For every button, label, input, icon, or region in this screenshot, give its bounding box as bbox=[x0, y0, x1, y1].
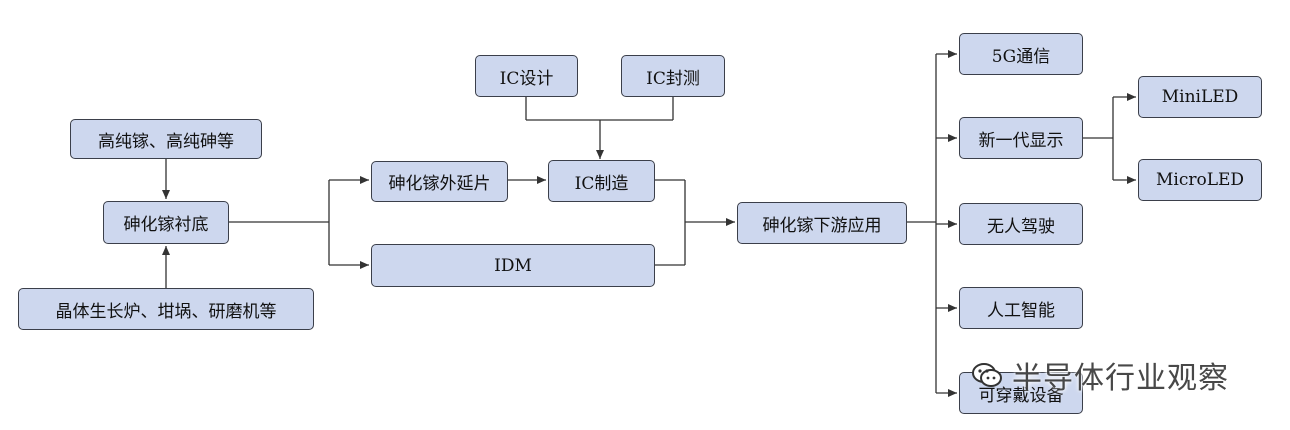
node-ic-packaging: IC封测 bbox=[621, 55, 725, 97]
node-gaas-epitaxial-wafer: 砷化镓外延片 bbox=[371, 161, 508, 202]
node-ic-manufacturing: IC制造 bbox=[548, 160, 655, 202]
watermark: 半导体行业观察 bbox=[970, 352, 1229, 398]
node-mini-led: MiniLED bbox=[1138, 76, 1262, 118]
node-gaas-substrate: 砷化镓衬底 bbox=[103, 201, 229, 244]
watermark-text: 半导体行业观察 bbox=[1012, 361, 1229, 396]
node-autonomous-driving: 无人驾驶 bbox=[959, 203, 1083, 245]
node-micro-led: MicroLED bbox=[1138, 159, 1262, 201]
node-artificial-intelligence: 人工智能 bbox=[959, 287, 1083, 329]
node-gaas-downstream-applications: 砷化镓下游应用 bbox=[737, 202, 907, 244]
node-equipment: 晶体生长炉、坩埚、研磨机等 bbox=[18, 288, 314, 330]
node-ic-design: IC设计 bbox=[475, 55, 578, 97]
node-5g-communication: 5G通信 bbox=[959, 33, 1083, 75]
node-high-purity-materials: 高纯镓、高纯砷等 bbox=[70, 119, 262, 159]
node-next-gen-display: 新一代显示 bbox=[959, 117, 1083, 159]
wechat-icon bbox=[972, 363, 1002, 387]
node-idm: IDM bbox=[371, 244, 655, 287]
